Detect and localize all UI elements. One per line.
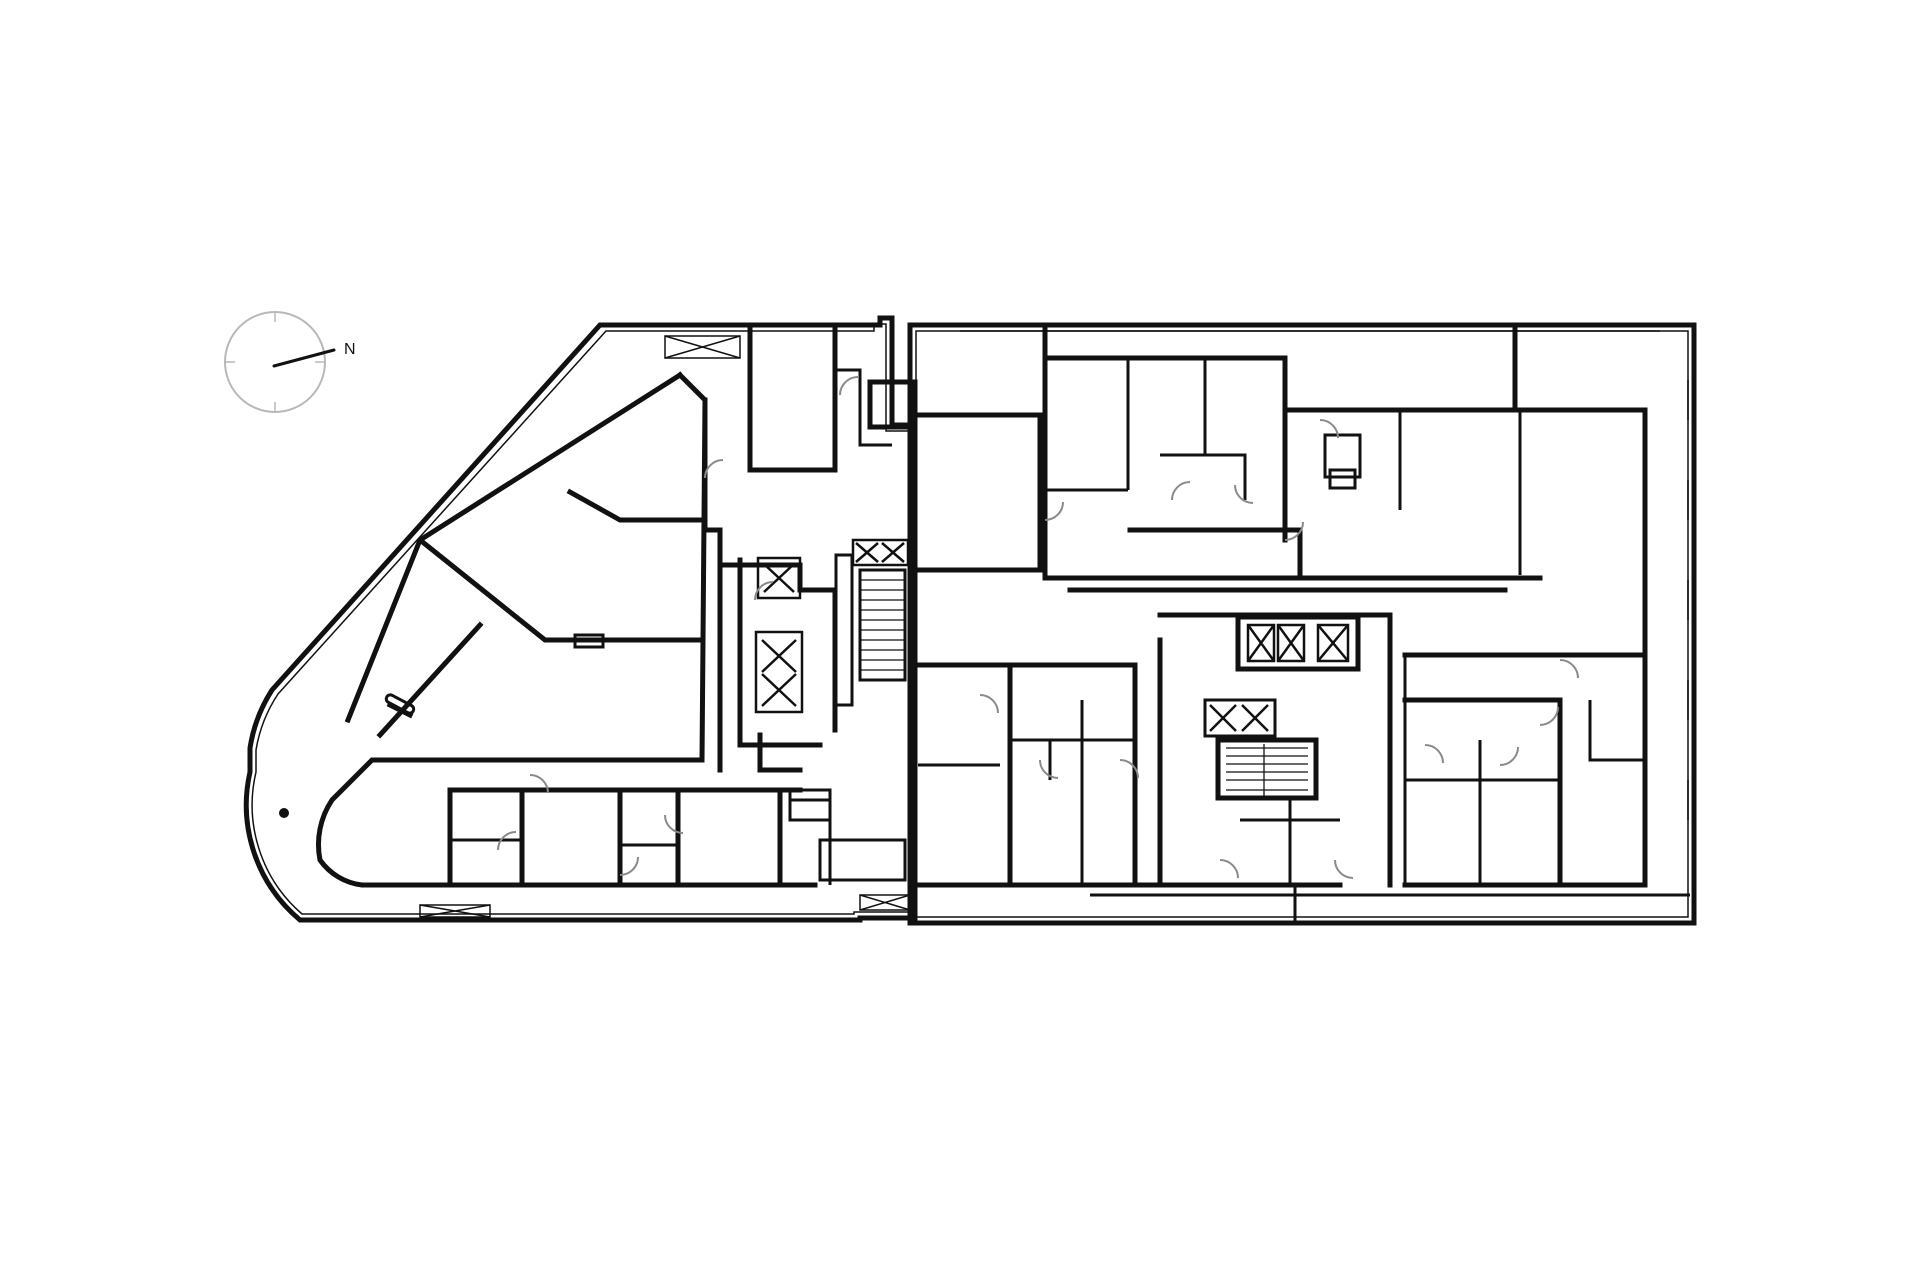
door-swing: [1424, 744, 1444, 764]
upper-unit-wall: [747, 327, 838, 473]
stair: [858, 568, 907, 682]
core-wall: [737, 557, 823, 748]
west-wing-outer-wall-inner-line: [251, 323, 910, 915]
elevator-shaft: [1276, 623, 1306, 663]
door-swing: [1499, 746, 1519, 766]
service-room: [788, 788, 832, 822]
stair-treads: [1226, 744, 1308, 796]
door-swing: [1284, 521, 1304, 541]
core-wall: [1157, 637, 1343, 888]
apartment-partition: [1160, 453, 1247, 500]
door-swing: [1334, 859, 1354, 879]
door-swing: [1219, 859, 1239, 879]
west-wing-corridor-wall: [316, 371, 818, 888]
apartment-partition: [416, 536, 703, 643]
service-room: [818, 838, 907, 882]
door-swing: [1119, 759, 1139, 779]
compass-ring: [224, 311, 326, 413]
door-swing: [704, 459, 724, 479]
bathroom-fixture: [1323, 433, 1362, 479]
door-swing: [1539, 706, 1559, 726]
core-wall: [717, 562, 838, 733]
north-label: N: [344, 341, 356, 358]
door-swing: [754, 581, 774, 601]
elevator-core: [1235, 614, 1361, 672]
door-swing: [1559, 659, 1579, 679]
door-swing: [529, 774, 549, 794]
elevator-shaft: [754, 630, 804, 714]
elevator-shaft: [1316, 623, 1350, 663]
apartment-wall: [1402, 652, 1648, 888]
apartment-wall: [1042, 355, 1288, 543]
window-marks: [419, 335, 911, 918]
apartment-wall: [915, 412, 1043, 573]
door-swings: [497, 376, 1579, 879]
apartment-wall: [1042, 355, 1543, 581]
fixture: [384, 693, 416, 715]
door-swing: [1044, 501, 1064, 521]
elevator-shaft: [851, 538, 910, 567]
elevator-shaft: [1246, 623, 1276, 663]
door-swing: [497, 831, 517, 851]
east-wing: [907, 322, 1697, 926]
service-shaft: [1203, 698, 1277, 738]
door-swing: [1171, 481, 1191, 501]
apartment-partition: [790, 798, 832, 885]
stair-treads: [860, 579, 905, 671]
door-swing: [1234, 484, 1254, 504]
door-swing: [619, 856, 639, 876]
compass-icon: N: [224, 311, 356, 413]
shaft: [867, 379, 918, 430]
door-swing: [1039, 759, 1059, 779]
bathroom-fixture: [1328, 468, 1357, 490]
apartment-wall: [915, 662, 1013, 888]
door-swing: [839, 376, 859, 396]
door-swing: [979, 694, 999, 714]
column-marker: [279, 808, 289, 818]
core-wall: [1127, 527, 1303, 578]
east-wing-outer-wall: [907, 322, 1697, 926]
stair-wall: [834, 553, 854, 707]
compass-needle: [272, 348, 336, 368]
door-swing: [1319, 419, 1339, 439]
core-wall: [702, 397, 723, 773]
window-marks: [960, 330, 1689, 820]
apartment-wall: [1282, 407, 1648, 653]
apartment-partition: [376, 621, 484, 739]
apartment-partition: [566, 488, 703, 523]
column: [573, 633, 605, 649]
west-wing: [243, 315, 918, 923]
west-wing-outer-wall: [243, 315, 918, 923]
stair: [1215, 737, 1319, 801]
apartment-partition: [1588, 700, 1645, 762]
apartment-wall: [1402, 697, 1563, 888]
elevator-shaft: [756, 556, 802, 600]
upper-unit-wall: [835, 368, 892, 447]
apartment-wall: [1007, 662, 1138, 888]
service-room: [757, 732, 803, 773]
door-swing: [664, 814, 684, 834]
